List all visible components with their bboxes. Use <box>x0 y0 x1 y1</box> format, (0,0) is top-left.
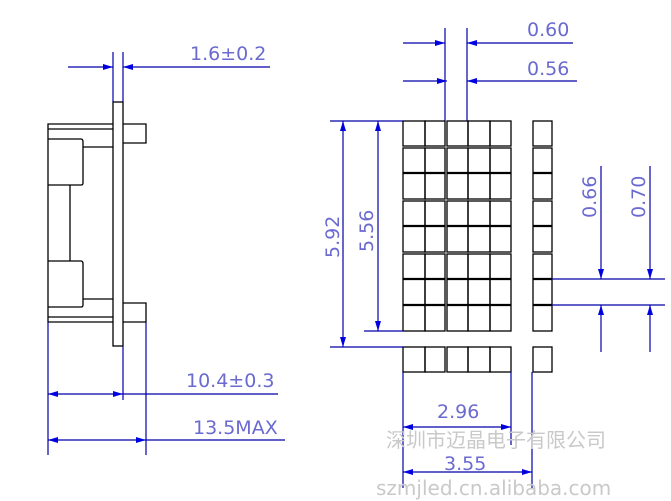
pad-cell <box>402 120 426 147</box>
max-width-dimension: 13.5MAX <box>193 417 278 439</box>
inner-lines <box>69 146 113 300</box>
pad-cell <box>402 346 426 373</box>
body-width-dimension: 10.4±0.3 <box>186 370 274 392</box>
inner-height-dimension: 5.56 <box>356 210 378 252</box>
thickness-dimension: 1.6±0.2 <box>190 43 266 65</box>
pad-view-dimensions <box>330 28 665 488</box>
pad-cell <box>424 346 446 373</box>
pad-cell <box>446 120 469 147</box>
total-width-dimension: 3.55 <box>444 453 486 475</box>
pad-cell <box>446 253 469 332</box>
tabs <box>123 123 147 323</box>
pad-cell <box>402 253 426 332</box>
pad-cell <box>489 346 512 373</box>
pad-pitch-dimension: 0.60 <box>527 19 569 41</box>
side-view-dimensions <box>47 52 285 455</box>
watermark-website: szmjled.cn.alibaba.com <box>376 476 611 500</box>
pad-cell <box>467 346 491 373</box>
row-size-dimension: 0.66 <box>579 176 601 218</box>
pcb-plate <box>112 101 124 347</box>
pad-cell <box>424 120 446 147</box>
pad-cell <box>532 253 553 332</box>
pad-cell <box>532 120 553 147</box>
pad-width-dimension: 0.56 <box>527 58 569 80</box>
pad-cell <box>424 253 446 332</box>
pad-cell <box>467 253 491 332</box>
total-height-dimension: 5.92 <box>322 216 344 258</box>
pad-cell <box>467 120 491 147</box>
watermark-company: 深圳市迈晶电子有限公司 <box>386 428 606 452</box>
inner-width-dimension: 2.96 <box>437 401 479 423</box>
pad-cell <box>489 253 512 332</box>
body-outline <box>47 123 113 323</box>
pad-grid <box>402 120 553 373</box>
pad-cell <box>532 346 553 373</box>
pad-cell <box>446 346 469 373</box>
lens-blocks <box>48 138 84 308</box>
side-view-outline <box>47 101 147 347</box>
pad-cell <box>489 120 512 147</box>
row-pitch-dimension: 0.70 <box>628 176 650 218</box>
